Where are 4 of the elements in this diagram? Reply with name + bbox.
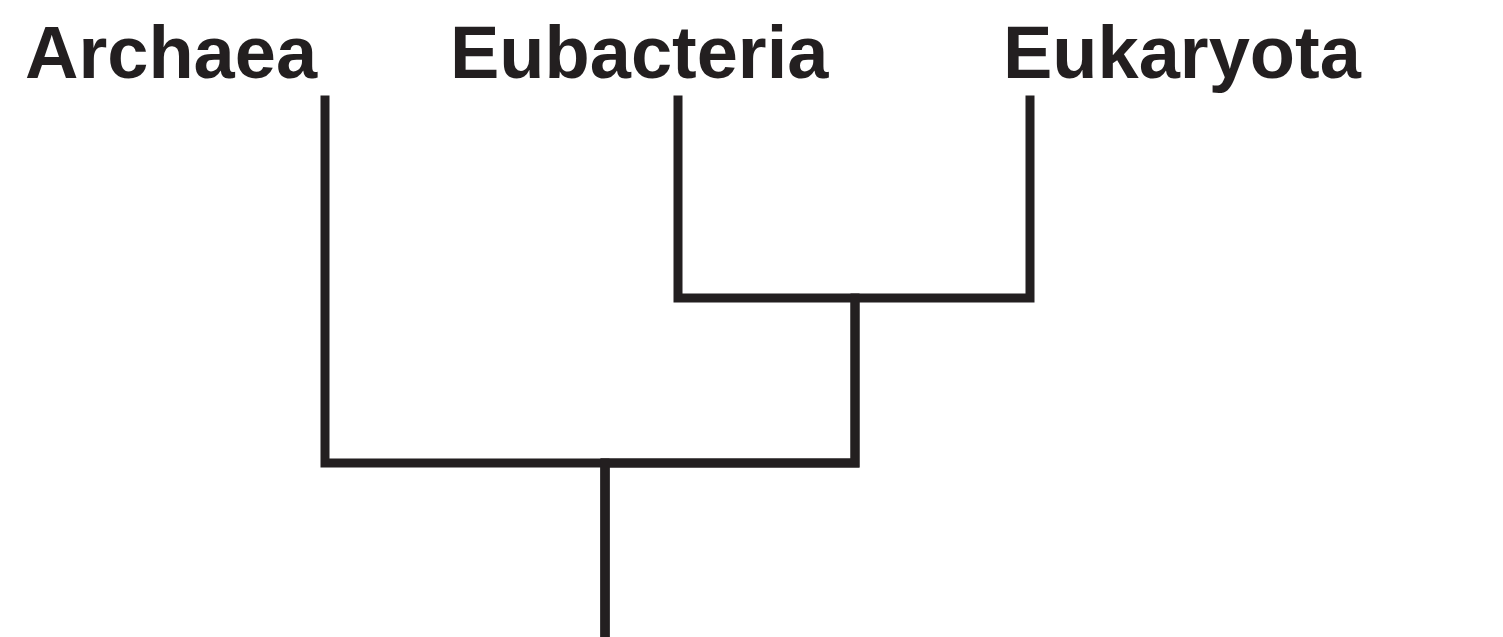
taxon-label: Archaea — [25, 8, 318, 98]
taxon-label: Eubacteria — [450, 8, 829, 98]
taxon-label: Eukaryota — [1003, 8, 1361, 98]
tree-branch — [600, 95, 1035, 637]
